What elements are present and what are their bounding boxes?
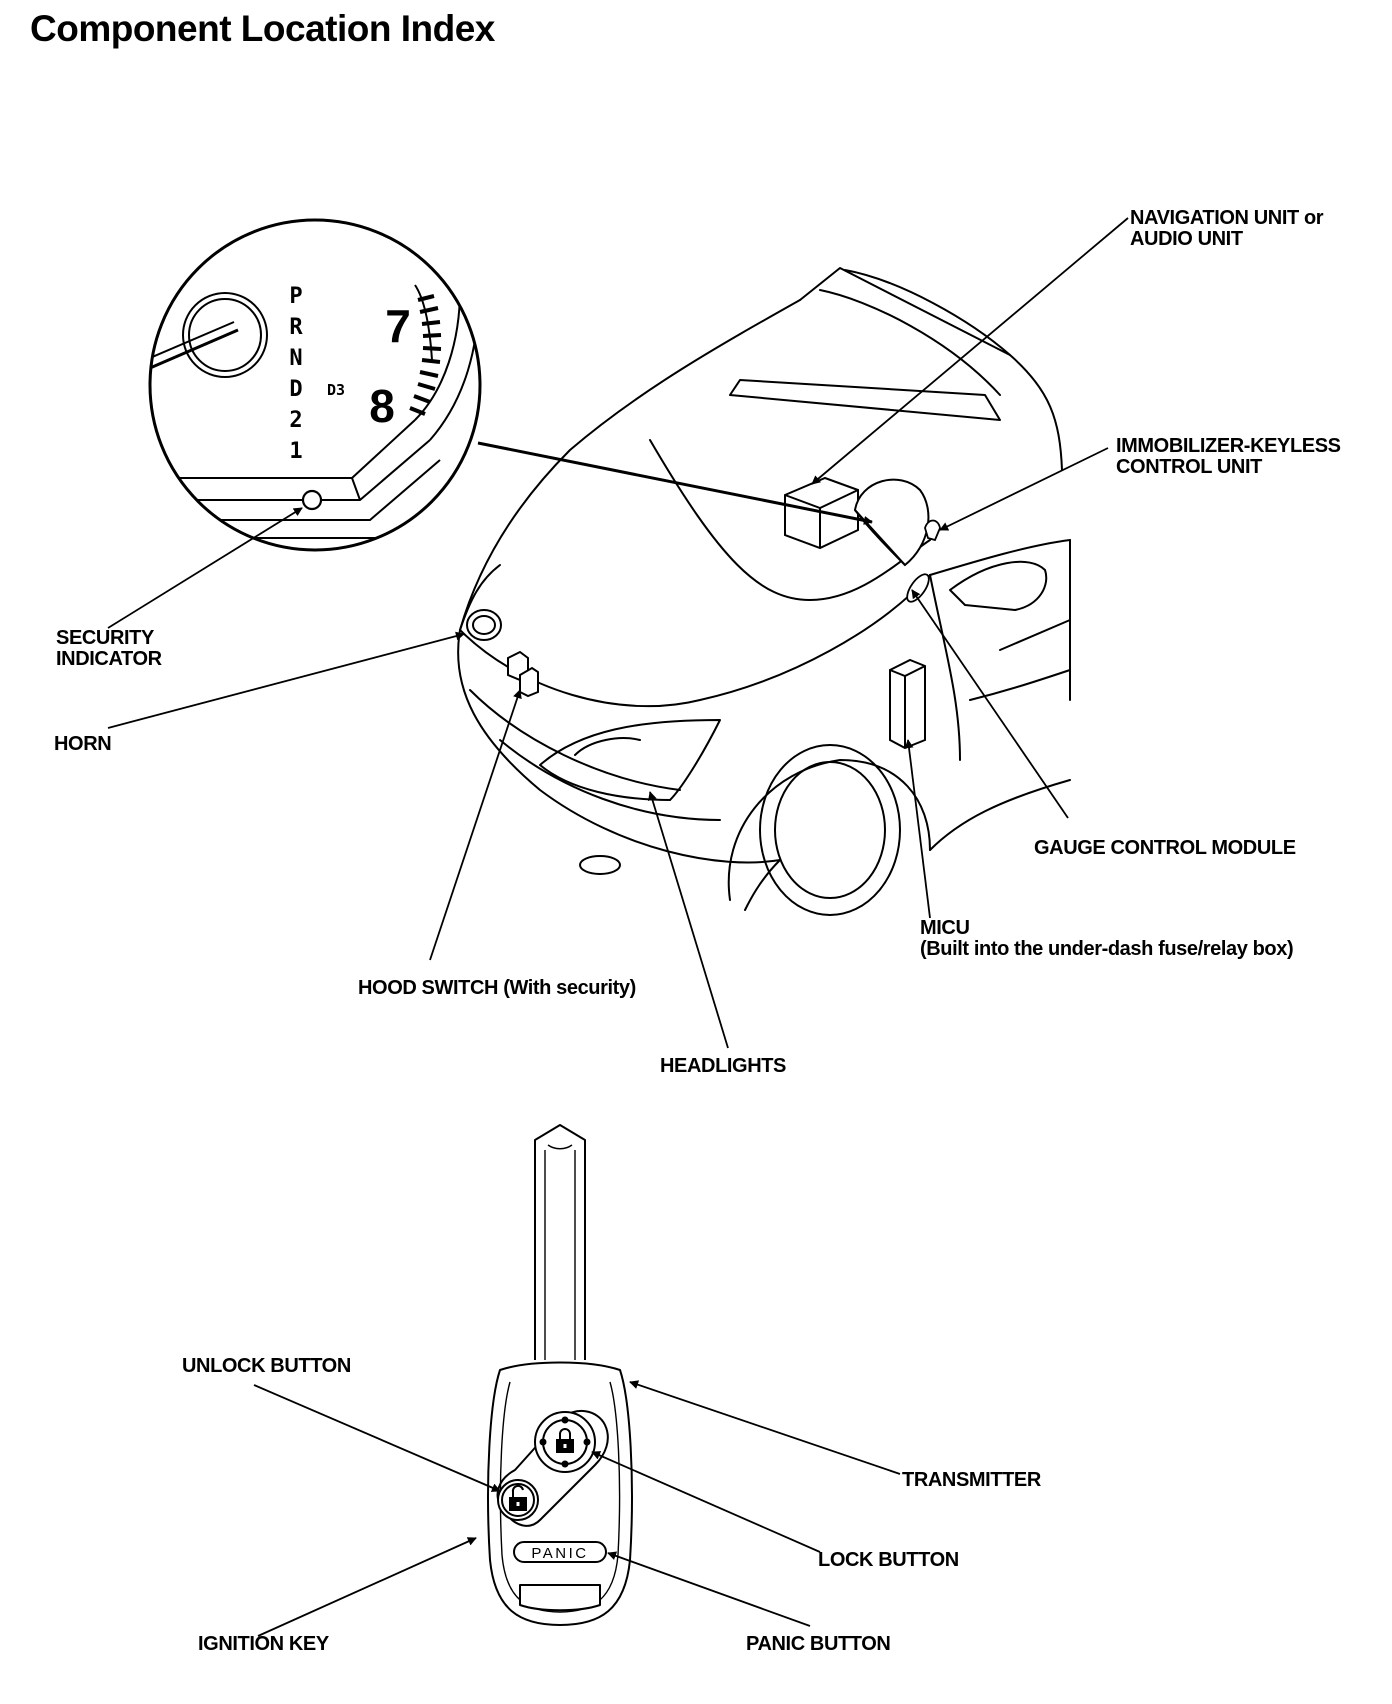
label-gauge-control-module: GAUGE CONTROL MODULE [1034, 837, 1296, 859]
leader-ignition-key [257, 1537, 477, 1637]
label-navigation-unit-line2: AUDIO UNIT [1130, 228, 1243, 250]
leader-security-indicator [107, 507, 303, 629]
leader-immobilizer-unit [939, 447, 1109, 531]
hood-switch-part [507, 650, 539, 698]
panic-button-text: PANIC [531, 1545, 588, 1562]
leader-hood-switch [429, 689, 522, 961]
leader-micu [904, 739, 931, 919]
leader-navigation-unit [811, 217, 1129, 485]
car-illustration [457, 267, 1071, 916]
key-fob-illustration [487, 1124, 633, 1626]
gear-p: P [289, 284, 302, 309]
gear-d3: D3 [327, 381, 345, 399]
tach-numeral-7: 7 [385, 300, 411, 352]
label-transmitter: TRANSMITTER [902, 1469, 1041, 1491]
label-ignition-key: IGNITION KEY [198, 1633, 329, 1655]
leader-transmitter [629, 1380, 901, 1475]
leader-lock-button [591, 1451, 821, 1553]
label-panic-button: PANIC BUTTON [746, 1633, 891, 1655]
gear-d: D [289, 377, 302, 402]
micu-box [889, 658, 926, 750]
label-immobilizer-unit: IMMOBILIZER-KEYLESS CONTROL UNIT [1116, 436, 1341, 478]
label-micu: MICU (Built into the under-dash fuse/rel… [920, 917, 1294, 960]
page-title: Component Location Index [30, 8, 495, 49]
magnifier-connector-line [477, 441, 873, 525]
label-security-indicator-line1: SECURITY [56, 627, 154, 649]
label-immobilizer-unit-line1: IMMOBILIZER-KEYLESS [1116, 435, 1341, 457]
label-navigation-unit-line1: NAVIGATION UNIT or [1130, 207, 1324, 229]
label-navigation-unit: NAVIGATION UNIT or AUDIO UNIT [1130, 207, 1324, 250]
gear-r: R [289, 315, 303, 340]
label-headlights: HEADLIGHTS [660, 1055, 787, 1077]
leader-unlock-button [253, 1384, 501, 1492]
label-security-indicator: SECURITY INDICATOR [56, 628, 162, 670]
label-horn: HORN [54, 733, 112, 755]
leader-gauge-control-module [911, 589, 1069, 819]
label-micu-line1: MICU [920, 917, 970, 939]
gauge-magnifier: P R N D 2 1 D3 7 8 [148, 218, 482, 552]
lock-icon [556, 1428, 574, 1453]
label-hood-switch: HOOD SWITCH (With security) [358, 977, 636, 999]
immobilizer-unit-part [924, 519, 941, 542]
label-lock-button: LOCK BUTTON [818, 1549, 959, 1571]
unlock-icon [509, 1484, 527, 1511]
label-unlock-button: UNLOCK BUTTON [182, 1355, 351, 1377]
label-security-indicator-line2: INDICATOR [56, 648, 162, 670]
gear-2: 2 [289, 408, 302, 433]
leader-lines [107, 217, 1129, 1637]
leader-horn [107, 631, 465, 729]
gauge-cluster-hood [853, 478, 930, 567]
tach-numeral-8: 8 [369, 380, 395, 432]
gear-n: N [289, 346, 302, 371]
label-micu-line2: (Built into the under-dash fuse/relay bo… [920, 938, 1294, 960]
gear-1: 1 [289, 439, 302, 464]
leader-panic-button [607, 1551, 811, 1627]
label-immobilizer-unit-line2: CONTROL UNIT [1116, 456, 1262, 478]
horn-part [466, 609, 502, 641]
leader-headlights [648, 791, 729, 1049]
